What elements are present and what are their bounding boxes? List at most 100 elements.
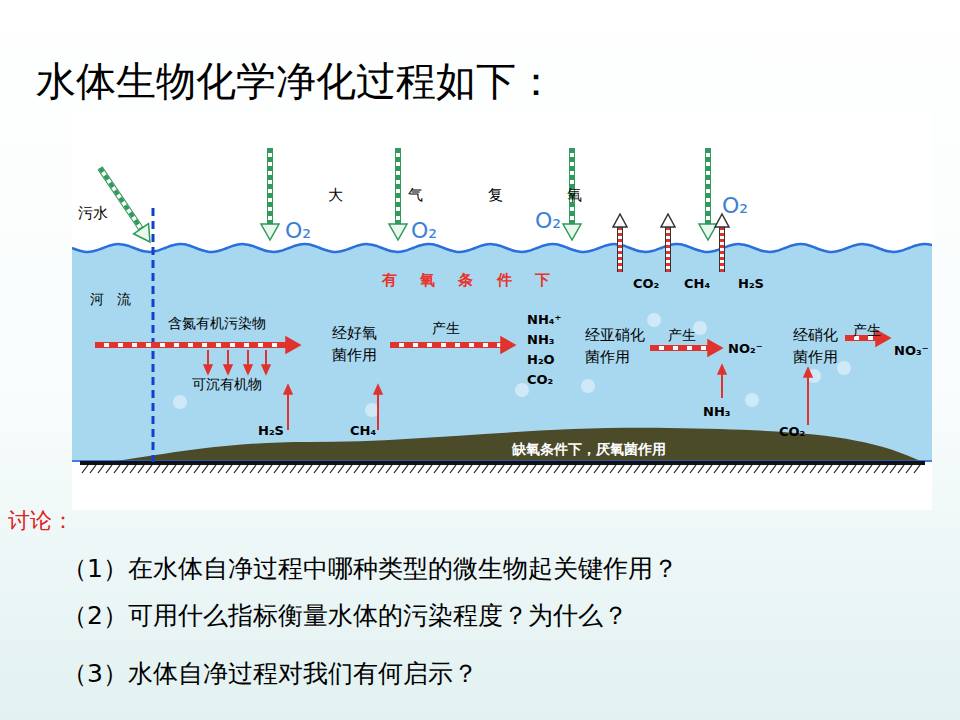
discussion-question: （3）水体自净过程对我们有何启示？ — [62, 659, 478, 689]
discussion-question: （1）在水体自净过程中哪种类型的微生物起关键作用？ — [62, 554, 678, 584]
ground-hatch — [514, 465, 520, 473]
ground-hatch — [450, 465, 456, 473]
oxygen-label: O₂ — [285, 218, 311, 244]
slide-title: 水体生物化学净化过程如下： — [36, 57, 556, 105]
gas-rise-arrow — [284, 385, 292, 430]
ground-hatch — [882, 465, 888, 473]
gas-label: CO₂ — [633, 276, 659, 292]
ground-hatch — [130, 465, 136, 473]
process-label: 经好氧菌作用 — [332, 322, 380, 366]
ground-hatch — [490, 465, 496, 473]
ground-hatch — [618, 465, 624, 473]
ground-hatch — [170, 465, 176, 473]
arrow-shaft — [267, 148, 273, 225]
diagram-panel — [72, 112, 932, 510]
arrow-head — [262, 365, 270, 374]
ground-hatch — [434, 465, 440, 473]
ground-hatch — [722, 465, 728, 473]
ground-hatch — [698, 465, 704, 473]
ground-hatch — [274, 465, 280, 473]
arrow-shaft — [95, 342, 287, 348]
produce-label: 产生 — [432, 320, 460, 337]
ground-hatch — [370, 465, 376, 473]
ground-hatch — [690, 465, 696, 473]
ground-hatch — [546, 465, 552, 473]
arrow-shaft-inner — [390, 343, 502, 347]
gas-label: H₂S — [738, 276, 764, 292]
ground-hatch — [650, 465, 656, 473]
gas-rise-arrow — [718, 365, 726, 398]
ground-hatch — [682, 465, 688, 473]
oxygen-arrow — [261, 148, 279, 240]
arrow-shaft — [265, 350, 267, 366]
produce-label: 产生 — [853, 322, 881, 339]
ground-hatch — [154, 465, 160, 473]
ground-hatch — [306, 465, 312, 473]
product-label: NH₄⁺ NH₃ H₂O CO₂ — [527, 310, 567, 390]
aeration-label: 大 气 复 氧 — [328, 186, 582, 204]
arrow-shaft-inner — [268, 148, 272, 225]
ground-hatch — [554, 465, 560, 473]
ground-hatch — [258, 465, 264, 473]
gas-label: CH₄ — [684, 276, 710, 292]
ground-hatch — [346, 465, 352, 473]
oxygen-label: O₂ — [411, 218, 437, 244]
ground-hatch — [578, 465, 584, 473]
arrow-head — [286, 337, 300, 353]
ground-hatch — [874, 465, 880, 473]
sewage-label: 污水 — [78, 204, 108, 222]
ground-hatch — [562, 465, 568, 473]
oxygen-arrow — [699, 148, 717, 240]
arrow-head — [374, 385, 382, 394]
arrow-shaft — [719, 226, 725, 272]
ground-hatch — [530, 465, 536, 473]
arrow-shaft — [287, 393, 289, 430]
ground-hatch — [162, 465, 168, 473]
ground-hatch — [594, 465, 600, 473]
ground-hatch — [178, 465, 184, 473]
bubble — [365, 403, 379, 417]
ground-hatch — [226, 465, 232, 473]
ground-hatch — [82, 465, 88, 473]
arrow-shaft — [377, 393, 379, 430]
arrow-shaft — [721, 373, 723, 398]
ground-hatch — [498, 465, 504, 473]
ground-hatch — [666, 465, 672, 473]
ground-hatch — [802, 465, 808, 473]
ground-hatch — [914, 465, 920, 473]
arrow-shaft — [705, 148, 711, 225]
ground-hatch — [418, 465, 424, 473]
arrow-head — [708, 340, 722, 356]
ground-hatch — [402, 465, 408, 473]
ground-hatch — [570, 465, 576, 473]
arrow-shaft — [227, 350, 229, 366]
pollutant-label: 含氮有机污染物 — [168, 315, 266, 332]
arrow-shaft-inner — [618, 226, 622, 272]
ground-hatch — [250, 465, 256, 473]
bubble — [647, 313, 661, 327]
outfall-boundary — [152, 208, 155, 462]
ground-hatch — [746, 465, 752, 473]
ground-hatch — [818, 465, 824, 473]
arrow-head — [134, 224, 150, 242]
gas-label: CH₄ — [350, 423, 376, 439]
ground-hatch — [330, 465, 336, 473]
arrow-shaft-stripes — [268, 148, 272, 225]
settling-arrow — [224, 350, 232, 374]
process-arrow — [95, 337, 300, 353]
arrow-shaft-inner — [720, 226, 724, 272]
river-bed-blue-line — [72, 460, 932, 462]
sediment-matter-label: 可沉有机物 — [192, 376, 262, 393]
bubble — [173, 395, 187, 409]
arrow-shaft-stripes — [650, 346, 709, 350]
ground-hatch — [322, 465, 328, 473]
ground-hatch — [626, 465, 632, 473]
gas-label: NH₃ — [703, 404, 730, 420]
settling-arrow — [204, 350, 212, 374]
ground-hatch — [378, 465, 384, 473]
ground-hatch — [610, 465, 616, 473]
ground-hatch — [522, 465, 528, 473]
ground-hatch — [146, 465, 152, 473]
ground-hatch — [218, 465, 224, 473]
arrow-head — [804, 368, 812, 377]
